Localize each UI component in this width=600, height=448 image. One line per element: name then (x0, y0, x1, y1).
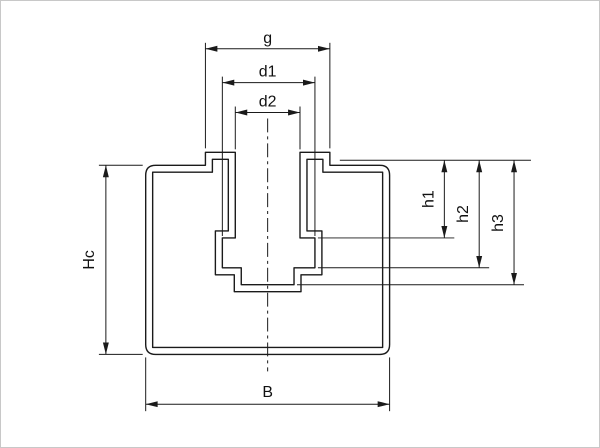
dimension-label-b: B (262, 384, 273, 401)
profile-outer-contour (144, 151, 391, 356)
profile-section (144, 118, 391, 372)
dimension-label-h1: h1 (420, 190, 437, 208)
dimension-h3: h3 (297, 160, 524, 286)
dimension-label-d1: d1 (259, 64, 277, 81)
dimension-b: B (145, 357, 391, 412)
dimension-d1: d1 (221, 64, 316, 236)
dimension-label-h2: h2 (455, 205, 472, 223)
dimension-label-h3: h3 (490, 214, 507, 232)
dimension-label-g: g (263, 30, 272, 47)
dimension-hc: Hc (81, 164, 143, 355)
dimension-label-d2: d2 (259, 94, 277, 111)
dimension-label-hc: Hc (81, 250, 98, 269)
dimension-d2: d2 (234, 94, 301, 150)
dimension-h1: h1 (317, 160, 455, 239)
profile-inner-contour (151, 158, 384, 349)
dimension-h2: h2 (317, 160, 490, 269)
dimension-g: g (204, 30, 331, 149)
